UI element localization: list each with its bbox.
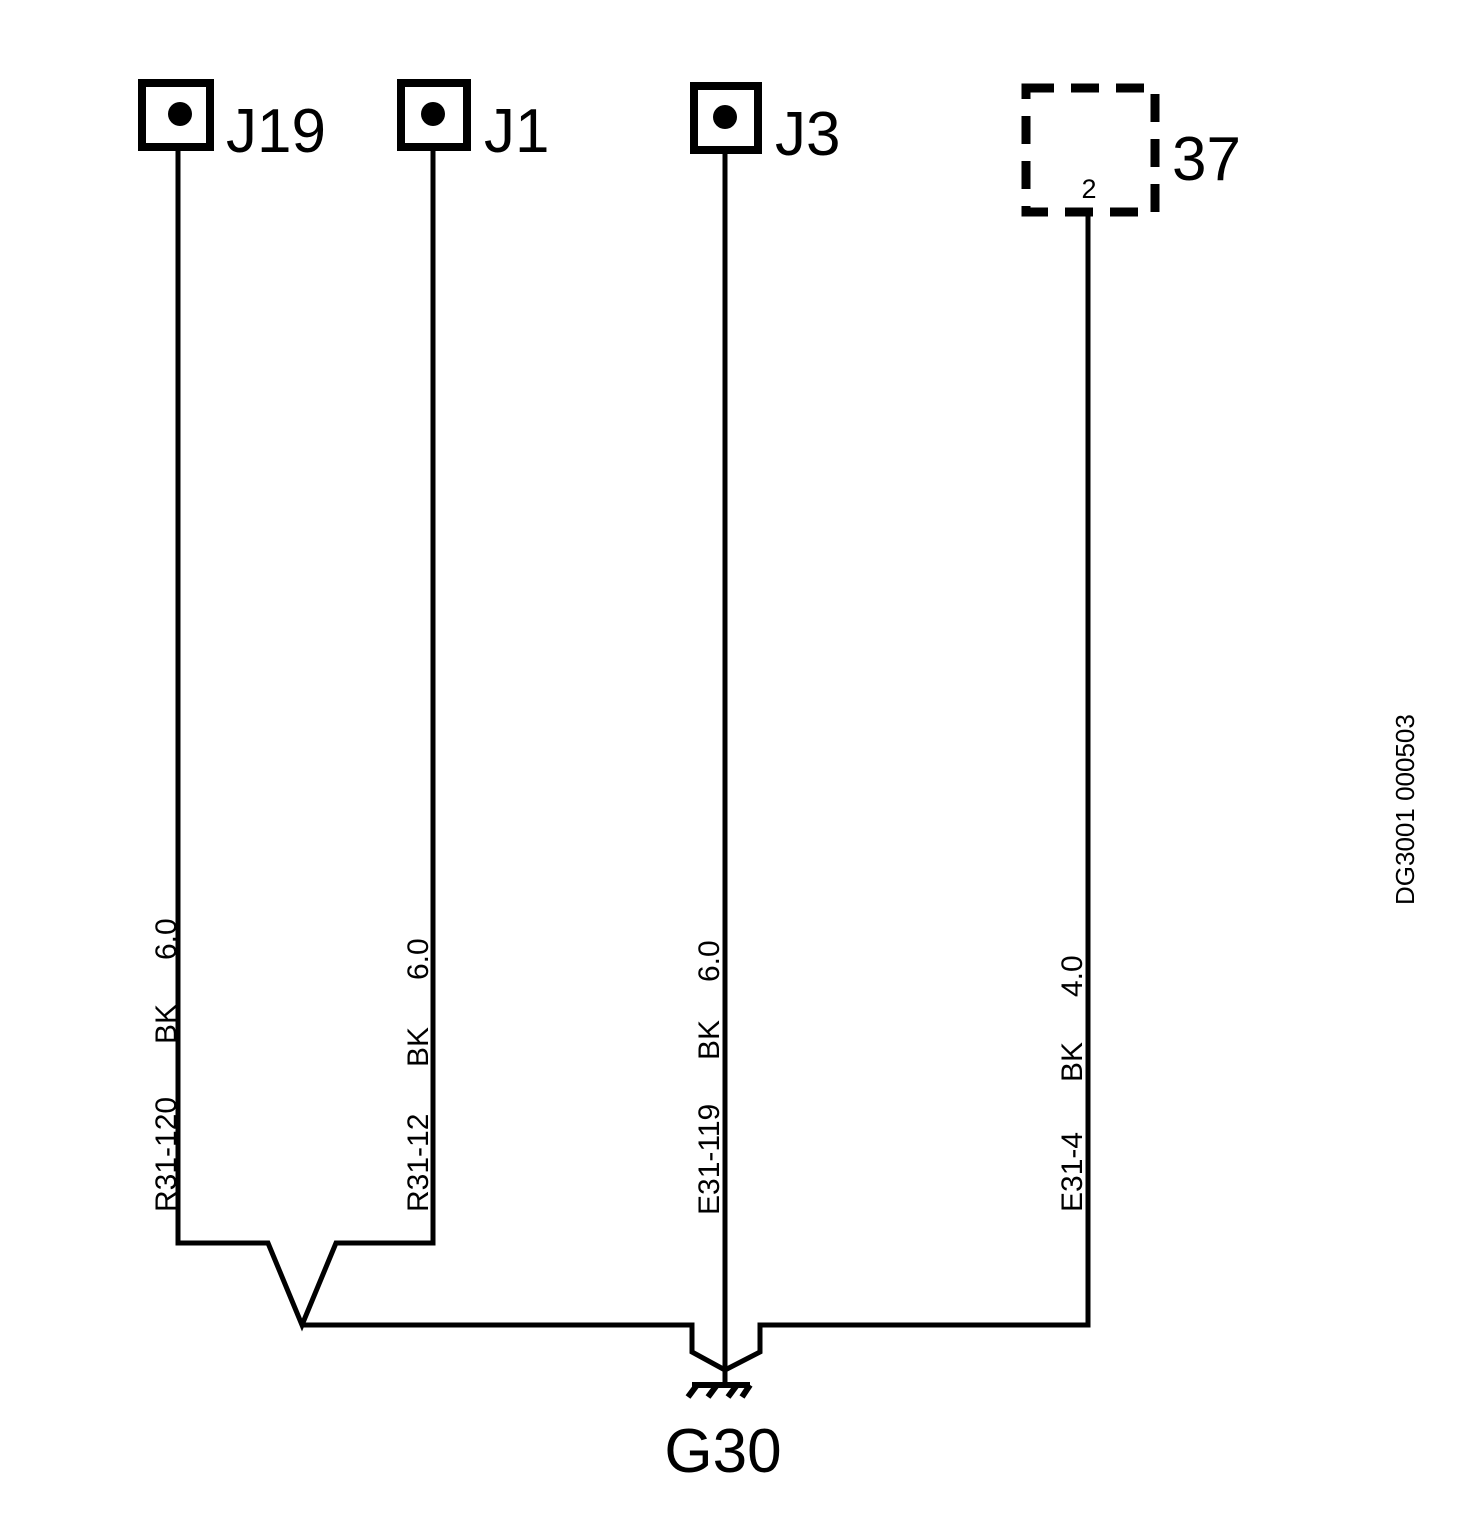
wire-size-label: 6.0 [693, 940, 726, 982]
wire-label-e31-4: E31-4 BK 4.0 [1056, 955, 1089, 1212]
wire-color-label: BK [693, 1020, 726, 1060]
wire-color-label: BK [1056, 1042, 1089, 1082]
wire-r31-120 [175, 147, 436, 1332]
document-id: DG3001 000503 [1390, 714, 1420, 905]
wire-circuit-label: R31-120 [150, 1097, 183, 1212]
connector-37: 2 37 [1021, 83, 1241, 217]
connector-j19: J19 [138, 79, 326, 166]
wire-splice-to-ground [302, 1322, 727, 1373]
connector-j1: J1 [397, 79, 549, 166]
wire-size-label: 6.0 [150, 918, 183, 960]
wire-label-r31-120: R31-120 BK 6.0 [150, 918, 183, 1212]
wire-label-e31-119: E31-119 BK 6.0 [693, 940, 726, 1215]
connector-j19-label: J19 [226, 97, 326, 166]
wire-color-label: BK [402, 1027, 435, 1067]
connector-j3: J3 [690, 82, 840, 169]
connector-37-pin-label: 2 [1081, 174, 1096, 204]
ground-icon [685, 1370, 753, 1399]
wire-size-label: 6.0 [402, 938, 435, 980]
ground-label: G30 [664, 1417, 781, 1486]
wire-e31-4 [723, 214, 1091, 1373]
connector-37-label: 37 [1172, 125, 1241, 194]
wire-label-r31-12: R31-12 BK 6.0 [402, 938, 435, 1212]
wire-circuit-label: E31-119 [693, 1104, 726, 1215]
wire-size-label: 4.0 [1056, 955, 1089, 997]
wire-circuit-label: E31-4 [1056, 1132, 1089, 1212]
connector-j3-label: J3 [775, 100, 840, 169]
wire-circuit-label: R31-12 [402, 1114, 435, 1212]
wire-color-label: BK [150, 1004, 183, 1044]
connector-j1-label: J1 [484, 97, 549, 166]
